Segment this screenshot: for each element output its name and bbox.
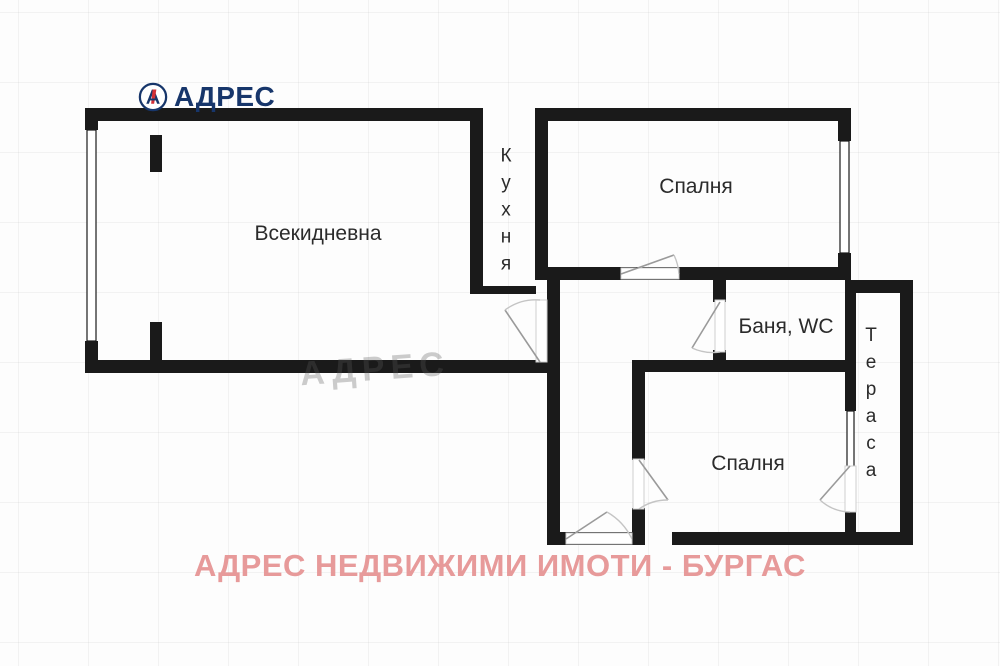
window-terrace-left xyxy=(846,410,855,469)
wall-kitchen-left xyxy=(470,108,483,293)
room-label-char: н xyxy=(500,226,512,248)
door-bathroom xyxy=(691,299,726,354)
wall-bedroom-bot-left-upper xyxy=(632,360,645,460)
door-group xyxy=(504,254,857,545)
wall-terrace-left-lower xyxy=(845,510,856,545)
wall-living-top xyxy=(85,108,475,121)
room-label-char: К xyxy=(500,145,512,167)
room-label-char: Т xyxy=(865,325,877,347)
bottom-watermark-text: АДРЕС НЕДВИЖИМИ ИМОТИ - БУРГАС xyxy=(194,548,806,583)
wall-bedroom-top-top xyxy=(535,108,851,121)
wall-living-left-top xyxy=(85,108,98,130)
door-terrace xyxy=(819,465,857,513)
door-living-to-hall xyxy=(504,299,548,363)
door-hall-bottom xyxy=(565,511,633,545)
wall-living-bottom xyxy=(85,360,547,373)
wall-bath-left-upper xyxy=(713,280,726,302)
room-label-bedroom-top: Спалня xyxy=(659,175,733,198)
room-label-char: а xyxy=(865,406,877,427)
wall-kitchen-bottom xyxy=(470,286,536,294)
wall-bedroom-top-right-upper xyxy=(838,108,851,141)
window-living-left xyxy=(86,129,97,342)
window-group xyxy=(86,129,855,469)
wall-terrace-bottom xyxy=(838,532,913,545)
room-label-char: х xyxy=(501,199,511,221)
wall-kitchen-right xyxy=(535,108,548,268)
wall-terrace-right xyxy=(900,280,913,545)
wall-bedroom-top-bottom xyxy=(535,267,851,280)
wall-terrace-top xyxy=(845,280,913,293)
wall-bedroom-bot-left-lower xyxy=(632,508,645,545)
room-label-char: с xyxy=(866,432,876,454)
window-bedroom-top-right xyxy=(839,140,850,254)
room-label-bedroom-bottom: Спалня xyxy=(711,452,785,475)
wall-stub-lower xyxy=(150,322,162,361)
wall-hall-bottom-right xyxy=(672,532,838,545)
adres-circle-a-icon xyxy=(138,82,168,112)
door-bedroom-top xyxy=(620,254,680,280)
room-label-living: Всекидневна xyxy=(254,222,382,245)
room-label-char: у xyxy=(501,172,511,194)
wall-bath-bottom xyxy=(632,360,845,372)
room-label-char: а xyxy=(865,459,877,481)
wall-group xyxy=(85,108,913,545)
wall-hall-left xyxy=(547,280,560,545)
door-bedroom-bottom-hall xyxy=(632,458,669,510)
wall-terrace-left-upper xyxy=(845,293,856,411)
brand-logo-text: АДРЕС xyxy=(174,81,276,112)
room-label-char: р xyxy=(865,379,877,401)
room-label-char: е xyxy=(865,352,877,374)
brand-logo: АДРЕС xyxy=(138,82,275,112)
room-label-char: я xyxy=(500,253,512,275)
wall-stub-upper xyxy=(150,135,162,172)
room-label-bathroom: Баня, WC xyxy=(738,315,834,338)
